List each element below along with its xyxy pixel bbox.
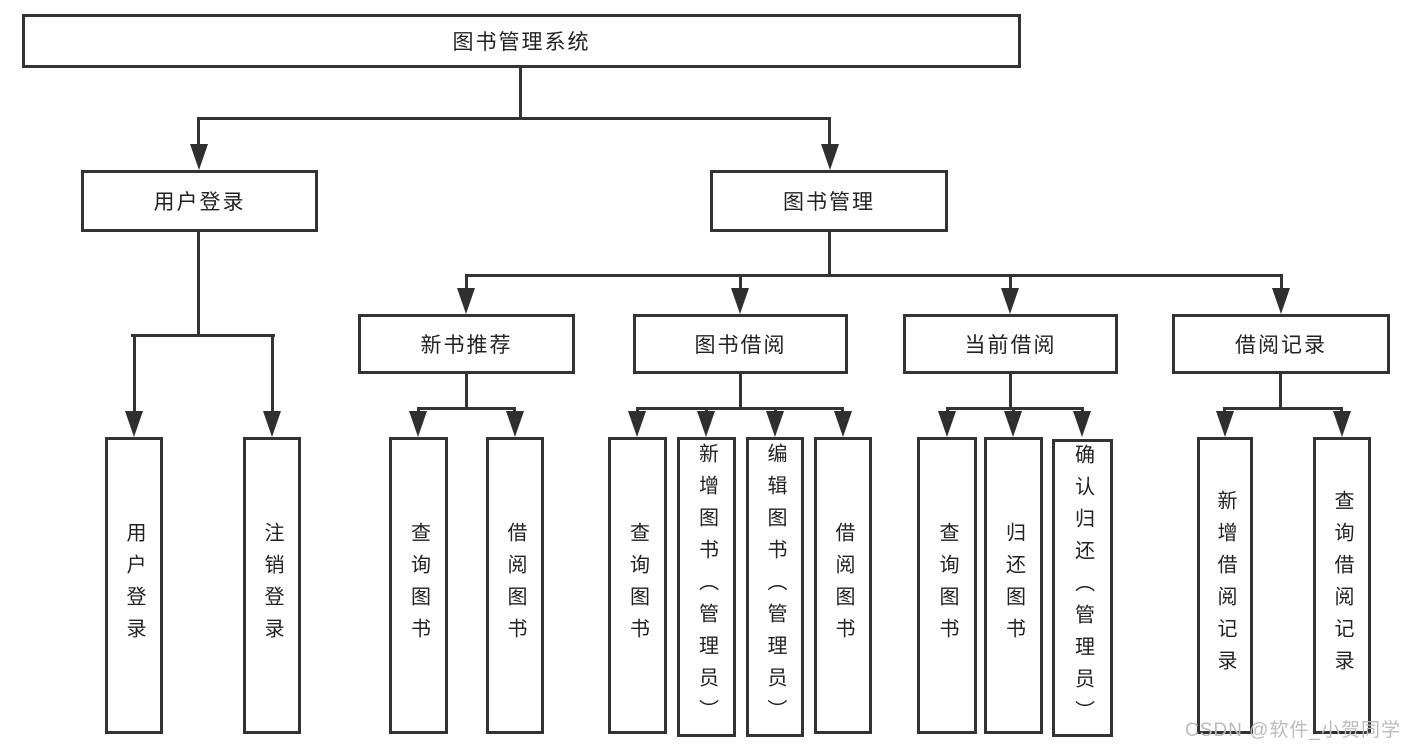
- leaf-label: 借阅图书: [504, 521, 526, 650]
- connector-new-book-rail: [417, 407, 516, 410]
- connector-drop-user-login: [197, 117, 200, 146]
- arrowhead-leaf: [1004, 411, 1022, 437]
- arrowhead-user-login: [190, 144, 208, 170]
- node-label: 图书借阅: [694, 334, 787, 357]
- arrowhead-leaf: [834, 411, 852, 437]
- leaf-label: 查询图书: [626, 521, 649, 650]
- leaf-label: 新增借阅记录: [1214, 489, 1236, 682]
- connector-root-rail: [197, 117, 831, 120]
- arrowhead-leaf: [1216, 411, 1234, 437]
- node-label: 用户登录: [153, 191, 246, 214]
- connector-current-borrow-rail: [947, 407, 1083, 410]
- connector-current-borrow-stem: [1009, 374, 1012, 410]
- node-book-borrow: 图书借阅: [633, 314, 848, 374]
- arrowhead-leaf: [938, 411, 956, 437]
- leaf-add-borrow-record: 新增借阅记录: [1197, 437, 1253, 734]
- connector-root-stem: [519, 68, 522, 120]
- connector-drop-book-management: [828, 117, 831, 146]
- node-label: 新书推荐: [420, 334, 513, 357]
- connector-drop-leaf-login: [133, 334, 136, 413]
- node-label: 图书管理系统: [452, 31, 591, 54]
- node-book-management: 图书管理: [710, 170, 948, 232]
- leaf-query-borrow-record: 查询借阅记录: [1313, 437, 1371, 734]
- leaf-label: 确认归还（管理员）: [1071, 444, 1094, 732]
- leaf-borrow-books-recommend: 借阅图书: [486, 437, 544, 734]
- connector-user-login-rail: [131, 334, 275, 337]
- arrowhead-leaf-logout: [263, 411, 281, 437]
- node-current-borrow: 当前借阅: [903, 314, 1118, 374]
- connector-borrow-records-stem: [1279, 374, 1282, 410]
- leaf-query-books-current: 查询图书: [917, 437, 977, 734]
- connector-book-management-rail: [465, 274, 1283, 277]
- node-label: 借阅记录: [1235, 334, 1327, 357]
- leaf-label: 用户登录: [123, 521, 145, 650]
- node-new-book-recommend: 新书推荐: [358, 314, 575, 374]
- leaf-label: 查询借阅记录: [1331, 489, 1353, 682]
- connector-book-borrow-rail: [637, 407, 843, 410]
- connector-drop-current-borrow: [1009, 274, 1012, 290]
- node-label: 图书管理: [783, 191, 875, 214]
- leaf-add-books-admin: 新增图书（管理员）: [677, 437, 736, 737]
- node-borrow-records: 借阅记录: [1172, 314, 1390, 374]
- connector-drop-leaf-logout: [271, 334, 274, 413]
- connector-book-management-stem: [828, 232, 831, 277]
- leaf-confirm-return-admin: 确认归还（管理员）: [1052, 439, 1113, 737]
- connector-new-book-stem: [465, 374, 468, 410]
- connector-borrow-records-rail: [1225, 407, 1342, 410]
- leaf-edit-books-admin: 编辑图书（管理员）: [746, 437, 804, 737]
- leaf-label: 归还图书: [1002, 521, 1025, 650]
- arrowhead-leaf-login: [125, 411, 143, 437]
- csdn-watermark: CSDN @软件_小贺同学: [1185, 720, 1401, 741]
- leaf-user-login: 用户登录: [105, 437, 163, 734]
- arrowhead-leaf: [766, 411, 784, 437]
- leaf-label: 编辑图书（管理员）: [764, 443, 786, 731]
- connector-drop-book-borrow: [739, 274, 742, 290]
- leaf-query-books-borrow: 查询图书: [608, 437, 667, 734]
- arrowhead-book-borrow: [731, 288, 749, 314]
- leaf-label: 借阅图书: [832, 521, 854, 650]
- connector-book-borrow-stem: [739, 374, 742, 410]
- arrowhead-leaf: [1333, 411, 1351, 437]
- leaf-label: 查询图书: [407, 521, 430, 650]
- arrowhead-borrow-records: [1272, 288, 1290, 314]
- arrowhead-new-book: [457, 288, 475, 314]
- node-system-root: 图书管理系统: [22, 14, 1021, 68]
- leaf-label: 查询图书: [936, 521, 958, 650]
- connector-drop-borrow-records: [1280, 274, 1283, 290]
- node-user-login: 用户登录: [81, 170, 318, 232]
- node-label: 当前借阅: [964, 334, 1057, 357]
- arrowhead-leaf: [1073, 411, 1091, 437]
- leaf-label: 新增图书（管理员）: [695, 443, 718, 731]
- leaf-label: 注销登录: [261, 521, 283, 650]
- arrowhead-current-borrow: [1001, 288, 1019, 314]
- leaf-return-books: 归还图书: [984, 437, 1043, 734]
- arrowhead-leaf: [409, 411, 427, 437]
- leaf-query-books-recommend: 查询图书: [389, 437, 448, 734]
- arrowhead-leaf: [697, 411, 715, 437]
- connector-drop-new-book: [465, 274, 468, 290]
- arrowhead-leaf: [628, 411, 646, 437]
- connector-user-login-stem: [197, 232, 200, 337]
- arrowhead-leaf: [506, 411, 524, 437]
- arrowhead-book-management: [821, 144, 839, 170]
- leaf-borrow-books: 借阅图书: [814, 437, 872, 734]
- leaf-logout: 注销登录: [243, 437, 301, 734]
